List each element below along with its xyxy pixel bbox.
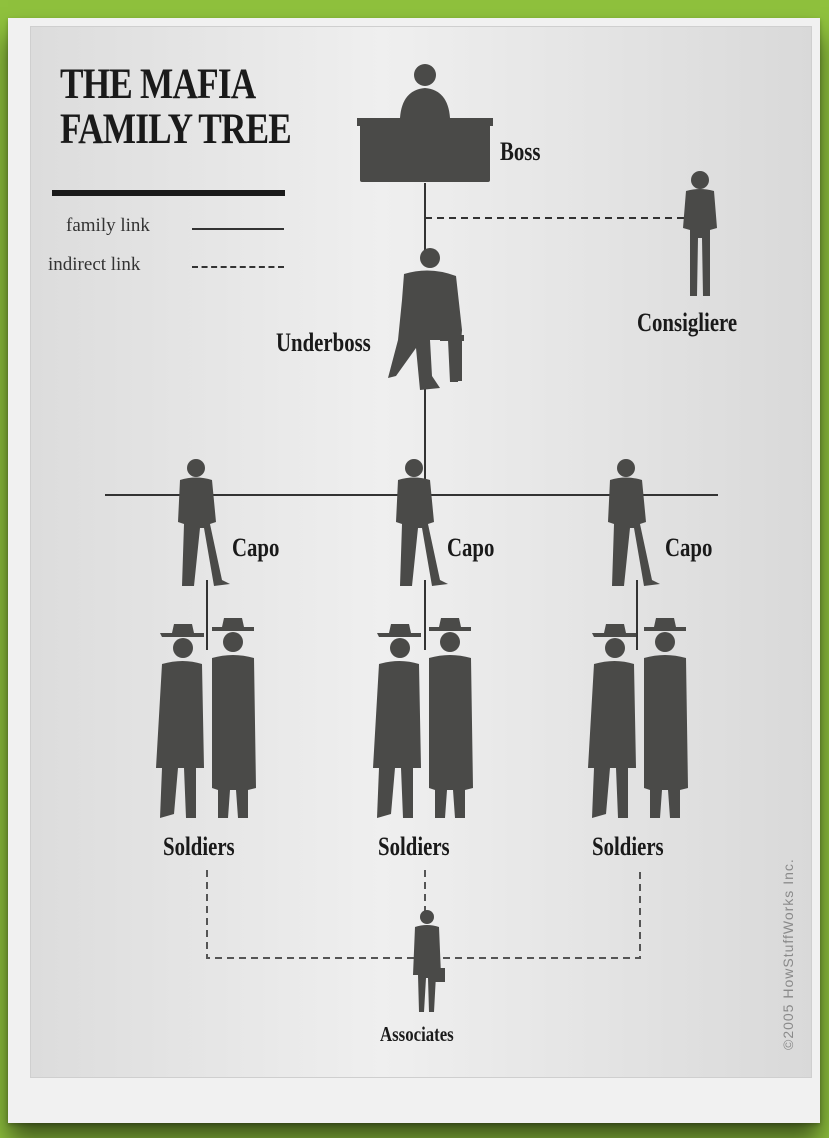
label-capo-2: Capo: [447, 533, 495, 562]
title-line-1: THE MAFIA: [60, 61, 256, 108]
capo-3-figure: [608, 459, 660, 586]
legend-family-link-label: family link: [66, 215, 150, 236]
legend-indirect-link-label: indirect link: [48, 254, 141, 275]
capo-2-figure: [396, 459, 448, 586]
label-soldiers-1: Soldiers: [163, 832, 235, 861]
poster-sheet: [30, 26, 812, 1078]
label-boss: Boss: [500, 137, 541, 166]
legend-dashed-line: [192, 266, 284, 268]
underboss-figure: [388, 248, 464, 390]
label-capo-1: Capo: [232, 533, 280, 562]
label-underboss: Underboss: [276, 328, 371, 357]
title-underline: [52, 190, 285, 196]
poster-frame: [8, 18, 820, 1123]
label-soldiers-2: Soldiers: [378, 832, 450, 861]
associates-figure: [413, 910, 445, 1012]
label-capo-3: Capo: [665, 533, 713, 562]
consigliere-figure: [683, 171, 717, 296]
boss-figure: [357, 64, 493, 182]
capo-1-figure: [178, 459, 230, 586]
soldiers-2-figure: [373, 618, 473, 818]
label-associates: Associates: [380, 1022, 454, 1046]
copyright-notice: ©2005 HowStuffWorks Inc.: [780, 858, 796, 1050]
label-soldiers-3: Soldiers: [592, 832, 664, 861]
legend-solid-line: [192, 228, 284, 230]
label-consigliere: Consigliere: [637, 308, 738, 337]
